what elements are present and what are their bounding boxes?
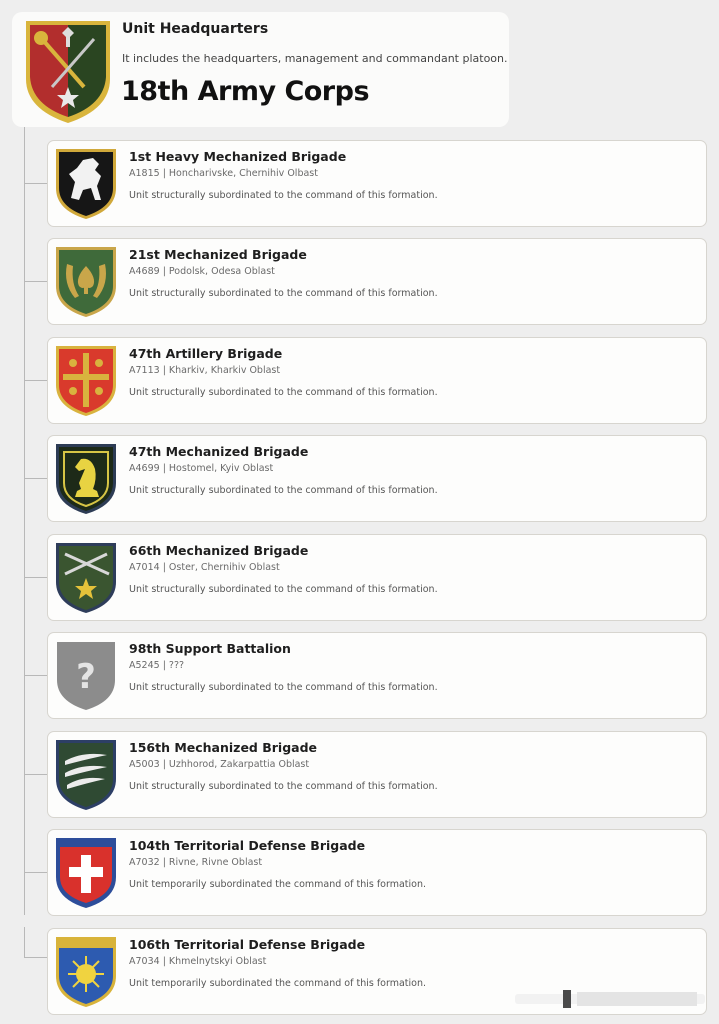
unit-card[interactable]: 21st Mechanized Brigade A4689 | Podolsk,… — [47, 238, 707, 325]
formation-name: 18th Army Corps — [121, 76, 370, 107]
unit-meta: A5245 | ??? — [129, 660, 185, 671]
headquarters-card[interactable]: Unit Headquarters It includes the headqu… — [12, 12, 509, 127]
unit-card[interactable]: 66th Mechanized Brigade A7014 | Oster, C… — [47, 534, 707, 621]
red-gold-cross-shield-icon — [56, 346, 116, 416]
unit-status: Unit structurally subordinated to the co… — [129, 485, 438, 496]
unit-card[interactable]: ? 98th Support Battalion A5245 | ??? Uni… — [47, 632, 707, 719]
unit-status: Unit structurally subordinated to the co… — [129, 584, 438, 595]
unit-name: 98th Support Battalion — [129, 641, 291, 656]
tree-branch — [24, 675, 48, 676]
unit-card[interactable]: 47th Mechanized Brigade A4699 | Hostomel… — [47, 435, 707, 522]
tree-branch — [24, 577, 48, 578]
tree-branch — [24, 380, 48, 381]
tree-branch — [24, 957, 48, 958]
unit-meta: A5003 | Uzhhorod, Zakarpattia Oblast — [129, 759, 310, 770]
tree-branch — [24, 774, 48, 775]
unit-name: 1st Heavy Mechanized Brigade — [129, 149, 347, 164]
unit-card[interactable]: 106th Territorial Defense Brigade A7034 … — [47, 928, 707, 1015]
unit-status: Unit structurally subordinated to the co… — [129, 682, 438, 693]
unit-name: 66th Mechanized Brigade — [129, 543, 309, 558]
tree-branch — [24, 872, 48, 873]
knight-chess-shield-icon — [56, 444, 116, 514]
unit-status: Unit temporarily subordinated the comman… — [129, 978, 427, 989]
unit-meta: A1815 | Honcharivske, Chernihiv Olbast — [129, 168, 318, 179]
svg-text:?: ? — [76, 657, 96, 697]
unit-meta: A7032 | Rivne, Rivne Oblast — [129, 857, 263, 868]
unit-meta: A7113 | Kharkiv, Kharkiv Oblast — [129, 365, 281, 376]
tree-branch — [24, 281, 48, 282]
unit-meta: A4689 | Podolsk, Odesa Oblast — [129, 266, 275, 277]
unit-name: 21st Mechanized Brigade — [129, 247, 307, 262]
crossed-swords-star-shield-icon — [56, 543, 116, 613]
unknown-question-shield-icon: ? — [57, 642, 115, 710]
unit-meta: A4699 | Hostomel, Kyiv Oblast — [129, 463, 274, 474]
unit-card[interactable]: 47th Artillery Brigade A7113 | Kharkiv, … — [47, 337, 707, 424]
sun-shield-icon — [56, 937, 116, 1007]
unit-card[interactable]: 156th Mechanized Brigade A5003 | Uzhhoro… — [47, 731, 707, 818]
unit-status: Unit structurally subordinated to the co… — [129, 387, 438, 398]
hq-title: Unit Headquarters — [122, 21, 269, 37]
unit-card[interactable]: 1st Heavy Mechanized Brigade A1815 | Hon… — [47, 140, 707, 227]
tree-branch — [24, 183, 48, 184]
tree-connector — [24, 927, 25, 957]
white-cross-shield-icon — [56, 838, 116, 908]
unit-name: 47th Artillery Brigade — [129, 346, 283, 361]
unit-status: Unit structurally subordinated to the co… — [129, 288, 438, 299]
unit-meta: A7034 | Khmelnytskyi Oblast — [129, 956, 267, 967]
unit-status: Unit temporarily subordinated the comman… — [129, 879, 427, 890]
hq-description: It includes the headquarters, management… — [122, 52, 508, 65]
tree-connector — [24, 127, 25, 915]
unit-name: 156th Mechanized Brigade — [129, 740, 318, 755]
unit-name: 106th Territorial Defense Brigade — [129, 937, 366, 952]
unit-card[interactable]: 104th Territorial Defense Brigade A7032 … — [47, 829, 707, 916]
unit-name: 104th Territorial Defense Brigade — [129, 838, 366, 853]
horizontal-scrollbar[interactable] — [515, 988, 705, 1010]
unit-name: 47th Mechanized Brigade — [129, 444, 309, 459]
green-spade-shield-icon — [56, 247, 116, 317]
unit-status: Unit structurally subordinated to the co… — [129, 190, 438, 201]
tree-branch — [24, 478, 48, 479]
unit-status: Unit structurally subordinated to the co… — [129, 781, 438, 792]
white-horse-shield-icon — [56, 149, 116, 219]
corps-shield-icon — [26, 21, 110, 123]
unit-meta: A7014 | Oster, Chernihiv Oblast — [129, 562, 280, 573]
claw-marks-shield-icon — [56, 740, 116, 810]
